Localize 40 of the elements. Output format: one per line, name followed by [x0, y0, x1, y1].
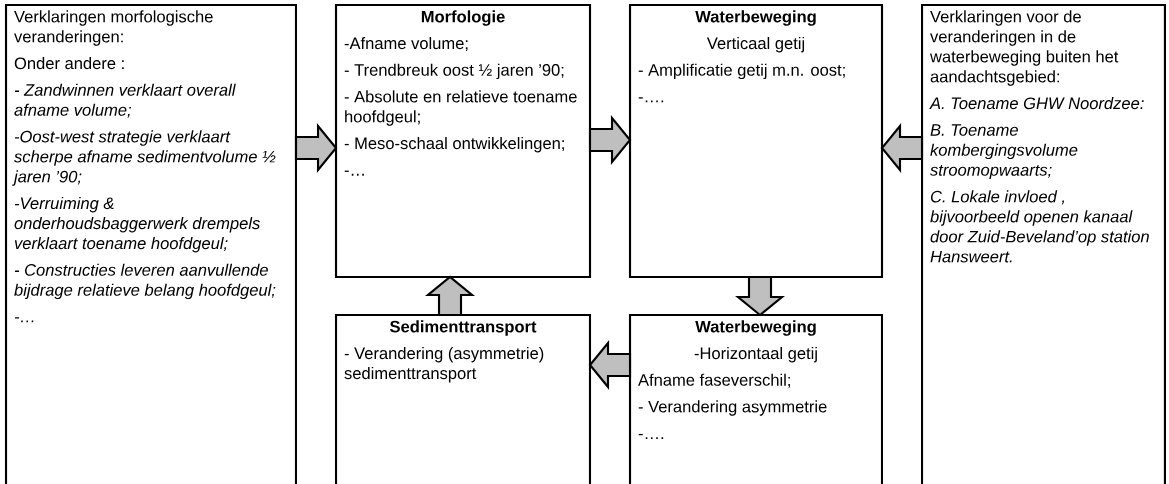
text-item: Verklaringen voor de veranderingen in de waterbeweging buiten het aandachtsgebied:	[930, 10, 1119, 86]
text-item: B. Toename kombergingsvolume stroomopwaarts;	[930, 124, 1078, 180]
block-arrow	[880, 123, 924, 173]
text-item: C. Lokale invloed , bijvoorbeeld openen kanaal door Zuid-Beveland’op station Hansweert.	[930, 190, 1149, 263]
text-item: -….	[638, 97, 664, 103]
text-item: - Verandering (asymmetrie) sedimenttransport	[344, 347, 544, 383]
block-arrow	[425, 275, 475, 317]
side-panel	[920, 3, 1166, 484]
text-item: Verklaringen morfologische veranderingen:	[14, 10, 213, 46]
text-item: - Amplificatie getij m.n. oost;	[638, 63, 845, 80]
block-arrow	[588, 115, 632, 165]
text-item: -Afname volume;	[344, 37, 468, 52]
box-heading: Waterbeweging	[695, 320, 816, 336]
text-item: Onder andere :	[14, 57, 124, 70]
text-item: -…	[14, 317, 34, 323]
text-item: - Zandwinnen verklaart overall afname volume;	[14, 83, 236, 118]
box-subheading: -Horizontaal getij	[694, 347, 817, 363]
side-panel	[4, 3, 298, 484]
text-item: Afname faseverschil;	[638, 373, 790, 388]
block-arrow	[588, 340, 632, 390]
text-item: A. Toename GHW Noordzee:	[929, 97, 1144, 110]
text-item: - Absolute en relatieve toename hoofdgeul;	[344, 90, 577, 126]
process-box	[628, 3, 884, 279]
text-item: - Constructies leveren aanvullende bijdrage relatieve belang hoofdgeul;	[14, 263, 276, 300]
block-arrow	[735, 275, 785, 317]
block-arrow	[294, 123, 338, 173]
box-subheading: Verticaal getij	[706, 37, 805, 53]
text-item: - Meso-schaal ontwikkelingen;	[344, 137, 564, 153]
text-item: -….	[638, 433, 664, 439]
text-item: -…	[344, 170, 364, 176]
text-item: - Trendbreuk oost ½ jaren ’90;	[344, 63, 564, 80]
box-heading: Morfologie	[421, 10, 505, 26]
process-box	[334, 3, 592, 279]
text-item: -Oost-west strategie verklaart scherpe afname sedimentvolume ½ jaren ’90;	[12, 130, 276, 186]
box-heading: Sedimenttransport	[390, 320, 537, 336]
process-box	[334, 313, 592, 484]
box-heading: Waterbeweging	[695, 10, 816, 26]
text-item: -Verruiming & onderhoudsbaggerwerk drempels verklaart toename hoofdgeul;	[14, 197, 260, 253]
process-box	[628, 313, 884, 484]
text-item: - Verandering asymmetrie	[638, 400, 827, 416]
